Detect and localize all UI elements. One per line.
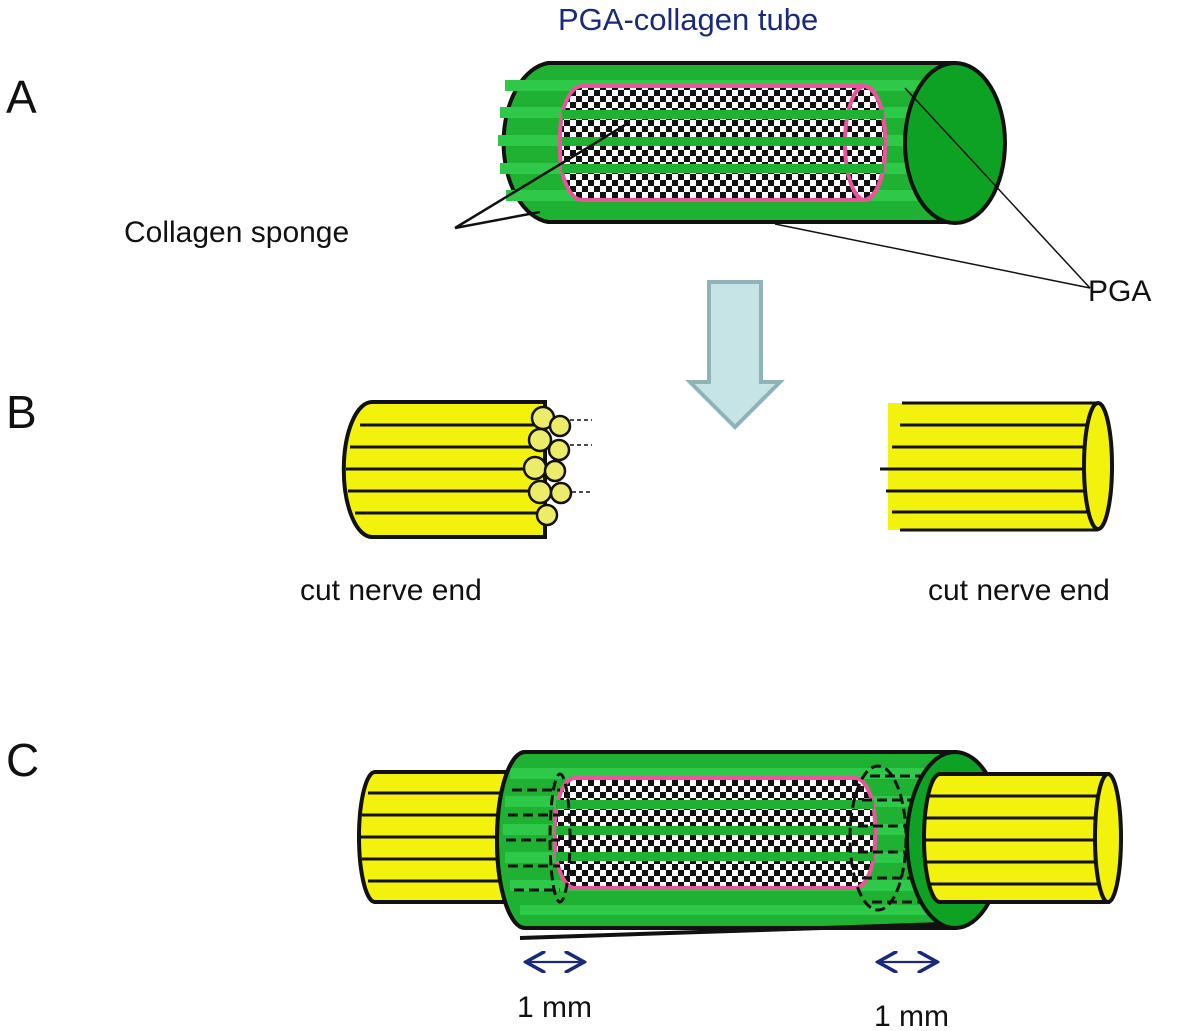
collagen-sponge-core xyxy=(558,84,887,202)
cut-nerve-end-label-left: cut nerve end xyxy=(300,574,482,607)
panel-label-a: A xyxy=(6,71,37,123)
bridged-nerve-assembly xyxy=(357,750,1123,940)
collagen-sponge-label: Collagen sponge xyxy=(124,216,349,249)
pga-collagen-tube xyxy=(454,61,1091,289)
nerve-stump-right xyxy=(880,401,1114,532)
diagram-title: PGA-collagen tube xyxy=(558,2,818,37)
pga-label: PGA xyxy=(1088,275,1151,308)
panel-label-c: C xyxy=(6,734,39,786)
gap-label-right: 1 mm xyxy=(874,1000,949,1031)
down-arrow xyxy=(685,280,785,430)
nerve-stump-left xyxy=(341,400,592,539)
gap-label-left: 1 mm xyxy=(517,991,592,1024)
nerve-fascicles xyxy=(522,405,573,527)
collagen-sponge-core-c xyxy=(553,776,877,890)
panel-label-b: B xyxy=(6,386,37,438)
nerve-stump-right-inserted xyxy=(922,772,1123,904)
cut-nerve-end-label-right: cut nerve end xyxy=(928,574,1110,607)
